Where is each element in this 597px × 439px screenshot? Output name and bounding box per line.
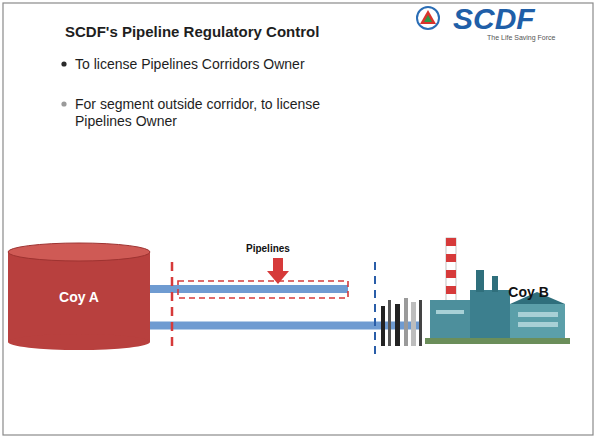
factory [425, 238, 570, 344]
chimney-stripe [446, 270, 456, 278]
plant-node: Coy B [422, 262, 570, 346]
tank-node: Coy A [8, 244, 150, 350]
node-label: Coy A [59, 289, 99, 305]
corridor-outline [178, 281, 348, 298]
plant-boundary [374, 262, 376, 356]
pipe [150, 285, 348, 293]
slide-frame [3, 3, 593, 435]
bullet-dot [61, 101, 66, 106]
storage-tank [8, 243, 150, 350]
fence [381, 298, 422, 346]
bullet-dot [61, 61, 66, 66]
bullet-text: To license Pipelines Corridors Owner [75, 56, 405, 73]
pipe-label: Pipelines [246, 243, 290, 255]
pointer-arrow [267, 258, 289, 284]
logo-wordmark: SCDF [453, 1, 535, 37]
corridor-boundary [171, 262, 174, 352]
node-label: Coy B [508, 284, 548, 300]
logo-emblem [417, 7, 439, 29]
logo-tagline: The Life Saving Force [487, 34, 555, 42]
chimney-stripe [446, 254, 456, 262]
slide-title: SCDF's Pipeline Regulatory Control [65, 23, 319, 41]
bullet-text: For segment outside corridor, to license… [75, 96, 365, 130]
chimney-stripe [446, 238, 456, 246]
chimney-stripe [446, 286, 456, 294]
